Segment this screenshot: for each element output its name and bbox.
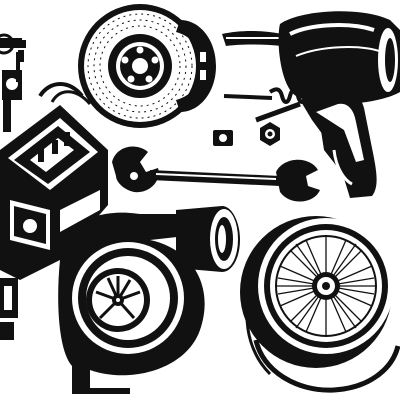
muffler-icon <box>222 11 400 105</box>
fuel-nozzle-icon <box>223 87 377 198</box>
turbocharger-icon <box>58 206 240 394</box>
hex-nut-icon <box>260 122 280 146</box>
engine-block-icon <box>0 82 108 340</box>
wheel-rim-icon <box>240 216 400 393</box>
wrench-icon <box>112 146 320 202</box>
camshaft-icon <box>0 33 26 132</box>
brake-disc-icon <box>78 4 216 128</box>
nut-icon <box>213 130 233 146</box>
